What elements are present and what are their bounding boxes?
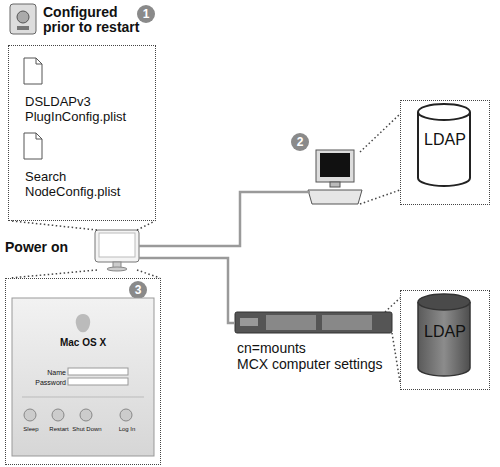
network-cable [139,192,310,246]
name-field [68,368,128,375]
button-icon [120,409,132,421]
monitor-screen [320,153,350,177]
icon-frame [10,4,36,34]
callout-circle [291,133,309,151]
network-cable [139,258,235,323]
file-icon [24,133,42,159]
dotted-leader [385,298,400,312]
imac-computer [95,230,139,271]
callout-number: 2 [291,133,309,151]
client-computer: Power on [95,230,139,270]
file-name: DSLDAPv3 PlugInConfig.plist [25,94,145,124]
desktop-computer [308,150,362,204]
file-fold [36,133,42,139]
leader-line [360,190,400,204]
cylinder-top [418,104,470,120]
leader-line [137,270,160,278]
config-group-box: Configured prior to restartDSLDAPv3 Plug… [8,45,156,221]
file-item: Search NodeConfig.plist [19,129,147,209]
file-name: Search NodeConfig.plist [25,169,145,199]
dotted-leader [360,114,400,152]
dotted-leader [10,270,97,278]
button-label: Sleep [11,425,51,433]
login-window-box: Mac OS XNamePasswordSleepRestartShut Dow… [5,278,161,465]
dotted-leader [12,221,97,230]
server-lights [240,318,258,326]
monitor-neck [330,182,340,187]
button-icon [80,409,92,421]
settings-icon [10,4,36,34]
button-label: Shut Down [67,425,107,433]
field-label: Password [26,378,66,387]
computer-label: Power on [5,239,91,255]
file-icon [24,58,42,84]
screen-background [12,298,154,456]
server-label: MCX computer settings [237,356,407,372]
imac-display [99,233,135,257]
monitor [316,150,354,182]
database-label: LDAP [401,323,489,341]
workstation: 2 [310,150,360,206]
icon-dial [17,11,29,23]
imac-base [107,267,127,271]
imac-screen [95,230,139,262]
group-heading: Configured prior to restart [43,5,151,35]
field-label: Name [26,368,66,377]
server-bay [266,315,316,330]
password-field [68,378,128,385]
separator-line [22,397,144,398]
callout-number: 1 [137,5,155,23]
cylinder-top [418,294,470,310]
server-label: cn=mounts [237,340,407,356]
os-title: Mac OS X [6,337,160,349]
ldap-server-box: LDAP [400,290,490,390]
login-screen [12,298,154,456]
callout-circle [137,5,155,23]
button-label: Log In [107,425,147,433]
computer-base [308,190,362,204]
cylinder-body [418,112,470,186]
callout-number: 3 [129,281,147,299]
button-icon [24,409,36,421]
rack-server [235,312,392,333]
server-bay [322,315,372,330]
callout-circle [129,281,147,299]
database-label: LDAP [401,131,489,149]
button-icon [52,409,64,421]
leader-line [137,221,155,230]
file-page [24,58,42,84]
icon-bar [17,26,29,30]
server-chassis [235,312,392,333]
file-item: DSLDAPv3 PlugInConfig.plist [19,56,147,124]
apple-logo [76,314,90,332]
rack-server: cn=mountsMCX computer settings [235,312,392,334]
file-fold [36,58,42,64]
file-page [24,133,42,159]
leader-line [392,333,400,382]
ldap-server-box: LDAP [400,100,490,205]
